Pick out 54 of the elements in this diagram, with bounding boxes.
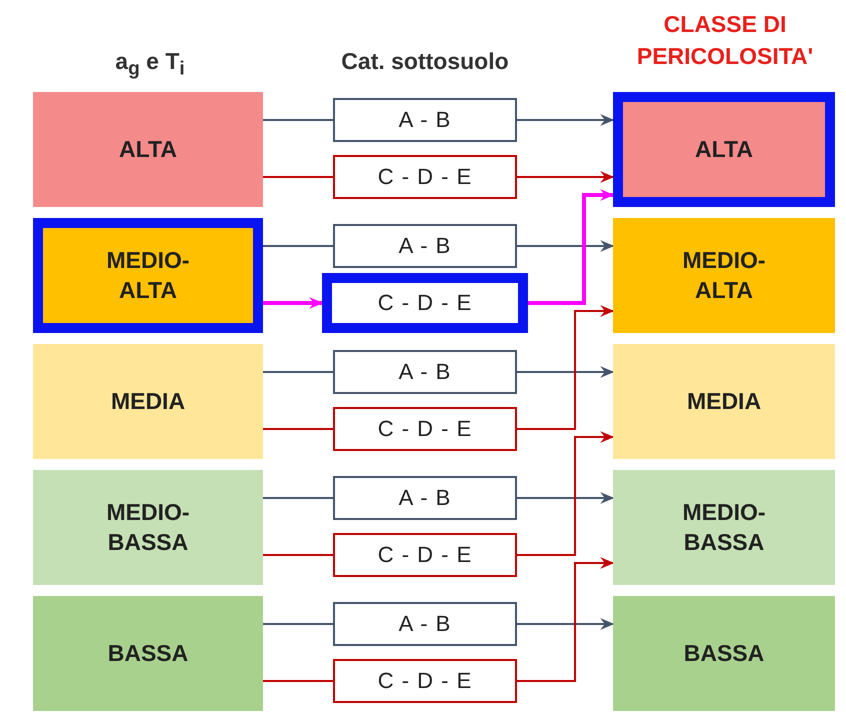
class-box [613,344,835,459]
arrow [517,618,614,630]
category-box [333,224,517,268]
category-box [333,659,517,703]
class-box [33,470,263,585]
class-box [613,218,835,333]
arrow [517,305,614,430]
arrow [517,366,614,378]
node-label: MEDIO- BASSA [105,498,191,556]
class-box [613,92,835,207]
column-heading: CLASSE DI PERICOLOSITA' [636,10,814,72]
node-label: BASSA [108,638,188,668]
category-box [333,155,517,199]
category-box [333,350,517,394]
class-box [33,596,263,711]
node-label: C - D - E [378,540,472,569]
category-box [333,407,517,451]
category-box [333,98,517,142]
column-heading: a$_{g}$ e T$_{i}$ [114,47,186,82]
class-box [613,596,835,711]
category-box [333,476,517,520]
arrow [263,297,324,309]
arrow [517,557,614,682]
node-label: C - D - E [378,666,472,695]
node-label: C - D - E [378,162,472,191]
node-label: C - D - E [378,414,472,443]
category-box [333,602,517,646]
node-label: MEDIO- ALTA [105,246,191,304]
arrow [528,189,614,305]
arrow [517,240,614,252]
node-label: A - B [398,232,452,260]
node-label: ALTA [695,134,753,164]
column-heading: Cat. sottosuolo [340,47,510,76]
node-label: C - D - E [378,288,472,317]
category-box [333,533,517,577]
node-label: A - B [398,358,452,386]
arrow [517,171,614,183]
category-box [322,273,528,333]
node-label: MEDIO- ALTA [681,246,767,304]
class-box [613,470,835,585]
node-label: MEDIA [110,386,186,416]
class-box [33,344,263,459]
node-label: BASSA [684,638,764,668]
node-label: A - B [398,106,452,134]
class-box [33,218,263,333]
arrow [517,114,614,126]
arrow [517,431,614,556]
node-label: MEDIA [686,386,762,416]
node-label: MEDIO- BASSA [681,498,767,556]
node-label: A - B [398,610,452,638]
class-box [33,92,263,207]
node-label: ALTA [119,134,177,164]
node-label: A - B [398,484,452,512]
arrow [517,492,614,504]
